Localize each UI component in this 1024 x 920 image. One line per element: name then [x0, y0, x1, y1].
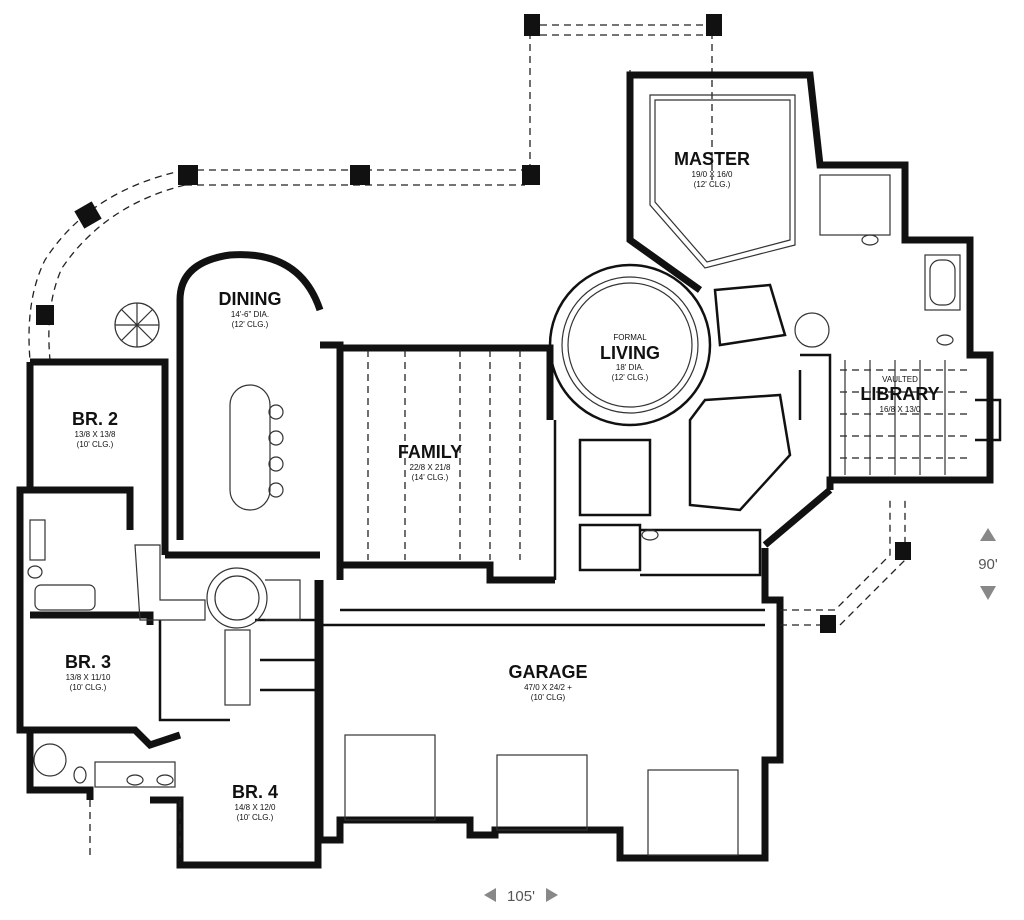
room-label-living: FORMAL LIVING 18' DIA. (12' CLG.): [600, 333, 660, 382]
room-label-br4: BR. 4 14/8 X 12/0 (10' CLG.): [232, 782, 278, 822]
room-dimensions: 14/8 X 12/0: [235, 803, 276, 812]
room-ceiling: (14' CLG.): [412, 473, 449, 482]
room-dimensions: 47/0 X 24/2 +: [524, 683, 572, 692]
room-dimensions: 14'-6" DIA.: [231, 310, 269, 319]
room-name: BR. 4: [232, 782, 278, 802]
room-dimensions: 13/8 X 11/10: [66, 673, 111, 682]
room-ceiling: (10' CLG.): [237, 813, 274, 822]
room-ceiling: (12' CLG.): [232, 320, 269, 329]
room-label-family: FAMILY 22/8 X 21/8 (14' CLG.): [398, 442, 462, 482]
room-prefix: FORMAL: [613, 333, 647, 342]
room-name: LIBRARY: [860, 384, 939, 404]
exterior-walls: [16, 71, 994, 869]
room-name: BR. 2: [72, 409, 118, 429]
room-ceiling: (10' CLG): [531, 693, 566, 702]
arrow-up-icon: [980, 528, 996, 541]
room-prefix: VAULTED: [882, 375, 918, 384]
room-label-br3: BR. 3 13/8 X 11/10 (10' CLG.): [65, 652, 111, 692]
room-label-master: MASTER 19/0 X 16/0 (12' CLG.): [674, 149, 750, 189]
room-name: BR. 3: [65, 652, 111, 672]
room-dimensions: 19/0 X 16/0: [692, 170, 733, 179]
arrow-down-icon: [980, 586, 996, 600]
overall-width-dimension: 105': [484, 888, 558, 905]
room-dimensions: 18' DIA.: [616, 363, 644, 372]
arrow-left-icon: [484, 888, 496, 902]
room-ceiling: (10' CLG.): [77, 440, 114, 449]
spiral-stair: [114, 302, 160, 348]
overall-depth: 90': [978, 556, 998, 573]
room-ceiling: (12' CLG.): [612, 373, 649, 382]
room-label-library: VAULTED LIBRARY 16/8 X 13/0: [860, 375, 939, 414]
covered-patio: [28, 14, 722, 361]
room-ceiling: (10' CLG.): [70, 683, 107, 692]
room-dimensions: 13/8 X 13/8: [75, 430, 116, 439]
overall-depth-dimension: 90': [978, 528, 998, 600]
room-name: GARAGE: [508, 662, 587, 682]
room-dimensions: 16/8 X 13/0: [880, 405, 921, 414]
interior-details: [27, 94, 1002, 860]
room-label-dining: DINING 14'-6" DIA. (12' CLG.): [219, 289, 282, 329]
room-ceiling: (12' CLG.): [694, 180, 731, 189]
room-label-br2: BR. 2 13/8 X 13/8 (10' CLG.): [72, 409, 118, 449]
room-name: DINING: [219, 289, 282, 309]
arrow-right-icon: [546, 888, 558, 902]
room-name: MASTER: [674, 149, 750, 169]
room-label-garage: GARAGE 47/0 X 24/2 + (10' CLG): [508, 662, 587, 702]
overall-width: 105': [507, 888, 535, 905]
room-name: LIVING: [600, 343, 660, 363]
room-name: FAMILY: [398, 442, 462, 462]
room-dimensions: 22/8 X 21/8: [410, 463, 451, 472]
